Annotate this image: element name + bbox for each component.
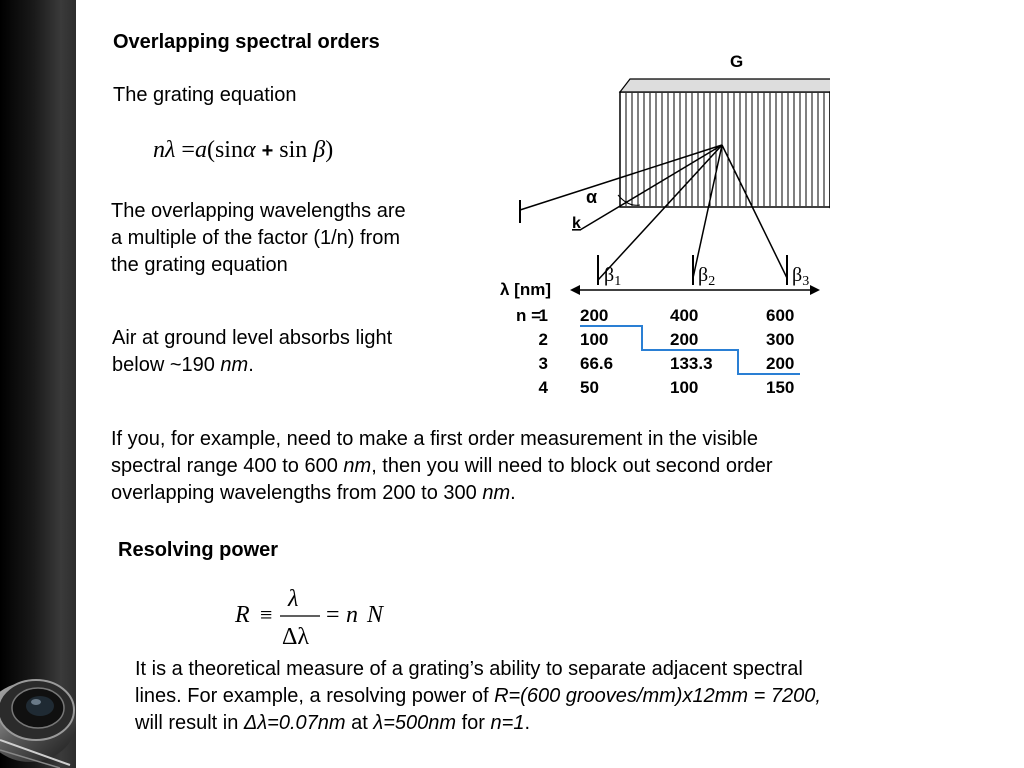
svg-text:N: N	[366, 602, 385, 628]
table-order-cell: 2	[539, 330, 548, 349]
svg-text:n: n	[346, 602, 358, 628]
grating-grooves	[625, 93, 825, 206]
section-title: Overlapping spectral orders	[113, 31, 380, 53]
k-label: k	[572, 215, 581, 232]
axis-arrow-left	[570, 285, 580, 295]
grating-label: G	[730, 52, 743, 71]
lambda-nm-label: λ [nm]	[500, 280, 551, 299]
table-wavelength-cell: 66.6	[580, 354, 613, 373]
left-sidebar	[0, 0, 76, 768]
alpha-label: α	[586, 187, 597, 207]
grating-equation: nλ =a(sinα + sin β)	[153, 137, 334, 163]
beta-2-label: β2	[698, 264, 715, 289]
axis-arrow-right	[810, 285, 820, 295]
table-wavelength-cell: 100	[670, 378, 698, 397]
diffracted-ray-2	[692, 144, 723, 279]
table-wavelength-cell: 50	[580, 378, 599, 397]
alpha-arc	[617, 194, 641, 206]
n-equals-label: n =	[516, 306, 541, 325]
svg-text:≡: ≡	[260, 602, 272, 627]
grating-top-face	[618, 78, 830, 93]
example-paragraph: If you, for example, need to make a firs…	[111, 428, 773, 504]
overlap-paragraph: The overlapping wavelengths are a multip…	[111, 200, 406, 276]
table-wavelength-cell: 300	[766, 330, 794, 349]
svg-text:λ: λ	[287, 586, 298, 612]
incident-ray	[519, 144, 723, 211]
grating-equation-label: The grating equation	[113, 84, 297, 106]
table-wavelength-cell: 600	[766, 306, 794, 325]
normal-line	[579, 144, 723, 231]
beta-3-label: β3	[792, 264, 809, 289]
table-wavelength-cell: 200	[580, 306, 608, 325]
table-wavelength-cell: 100	[580, 330, 608, 349]
diffracted-ray-3	[721, 144, 788, 279]
table-wavelength-cell: 200	[766, 354, 794, 373]
table-order-cell: 3	[539, 354, 548, 373]
resolving-power-formula: R ≡ λ Δλ = n N	[234, 586, 385, 650]
overlap-staircase-line	[580, 325, 800, 375]
svg-text:=: =	[326, 602, 340, 628]
svg-text:R: R	[234, 602, 250, 628]
air-absorption-paragraph: Air at ground level absorbs light below …	[112, 327, 393, 376]
grating-diagram: G α k β1 β2 β3 λ [nm] n = 1 200 400 600 2 100…	[500, 52, 830, 397]
resolving-power-description: It is a theoretical measure of a grating…	[135, 658, 821, 734]
table-wavelength-cell: 150	[766, 378, 794, 397]
resolving-power-title: Resolving power	[118, 539, 279, 561]
table-order-cell: 4	[539, 378, 549, 397]
camera-lens-image	[0, 679, 76, 768]
table-wavelength-cell: 200	[670, 330, 698, 349]
table-wavelength-cell: 400	[670, 306, 698, 325]
svg-text:Δλ: Δλ	[282, 624, 309, 650]
beta-1-label: β1	[604, 264, 621, 289]
diffracted-ray-1	[597, 144, 723, 281]
table-order-cell: 1	[539, 306, 548, 325]
overlap-table: 1 200 400 600 2 100 200 300 3 66.6 133.3 200 4 50 100 1…	[539, 306, 795, 397]
table-wavelength-cell: 133.3	[670, 354, 713, 373]
